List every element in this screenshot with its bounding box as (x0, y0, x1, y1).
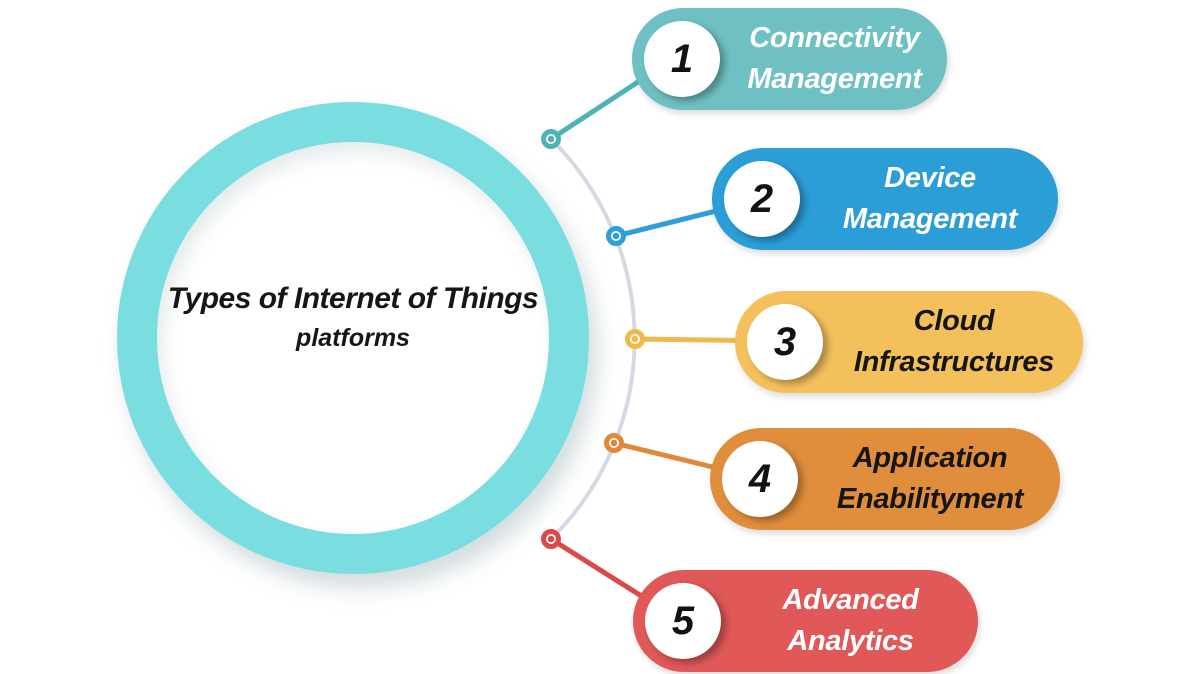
node-dot-2-core (612, 232, 620, 240)
item-pill-advanced-analytics: 5 Advanced Analytics (633, 570, 978, 672)
item-pill-connectivity-management: 1 Connectivity Management (632, 8, 947, 110)
node-dot-3 (625, 329, 645, 349)
item-label: Cloud Infrastructures (853, 305, 1055, 378)
item-number-circle: 1 (644, 21, 720, 97)
node-dot-5 (541, 529, 561, 549)
item-label: Application Enabilityment (836, 442, 1024, 515)
title-line-1: Types of Internet of Things (167, 282, 539, 315)
node-dot-5-core (547, 535, 555, 543)
item-number: 4 (748, 456, 772, 501)
item-label: Advanced Analytics (782, 584, 919, 657)
item-number: 5 (671, 598, 695, 643)
item-label: Connectivity Management (747, 22, 922, 95)
node-dot-4-core (610, 439, 618, 447)
item-number-circle: 2 (724, 161, 800, 237)
page-title: Types of Internet of Things platforms (132, 281, 574, 353)
item-pill-cloud-infrastructures: 3 Cloud Infrastructures (735, 291, 1083, 393)
item-number: 3 (773, 319, 797, 364)
item-number: 1 (670, 36, 694, 81)
item-number-circle: 4 (722, 441, 798, 517)
item-number: 2 (750, 176, 774, 221)
item-pill-application-enabilityment: 4 Application Enabilityment (710, 428, 1060, 530)
title-line-2: platforms (296, 324, 410, 352)
node-dot-1 (541, 129, 561, 149)
node-dot-4 (604, 433, 624, 453)
item-number-circle: 5 (645, 583, 721, 659)
item-label: Device Management (842, 162, 1018, 235)
item-number-circle: 3 (747, 304, 823, 380)
node-dot-1-core (547, 135, 555, 143)
node-dot-2 (606, 226, 626, 246)
node-dot-3-core (631, 335, 639, 343)
item-pill-device-management: 2 Device Management (712, 148, 1058, 250)
